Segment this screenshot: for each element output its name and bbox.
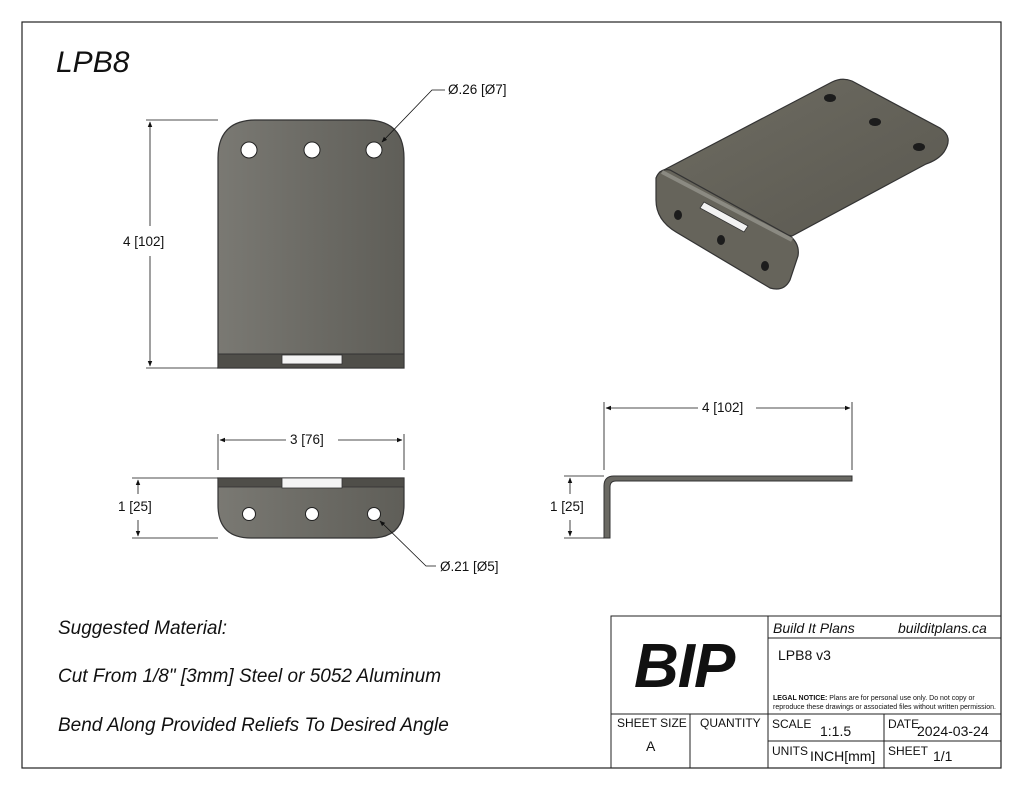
dim-flange-front: 1 [25]: [118, 499, 152, 514]
dim-hole-small: Ø.21 [Ø5]: [440, 559, 499, 574]
scale-label: SCALE: [772, 717, 812, 731]
sheet-size-label: SHEET SIZE: [617, 716, 687, 730]
sheet-size-value: A: [646, 738, 656, 754]
hole-small-1: [242, 507, 256, 521]
hole-3: [365, 141, 383, 159]
date-value: 2024-03-24: [917, 723, 989, 739]
dim-hole-large: Ø.26 [Ø7]: [448, 82, 507, 97]
hole-1: [240, 141, 258, 159]
company-website: builditplans.ca: [898, 620, 987, 636]
dim-flange-side: 1 [25]: [550, 499, 584, 514]
quantity-label: QUANTITY: [700, 716, 761, 730]
drawing-title: LPB8: [56, 46, 130, 79]
bip-logo: BIP: [634, 632, 735, 701]
hole-small-2: [305, 507, 319, 521]
dim-width: 3 [76]: [290, 432, 324, 447]
units-value: INCH[mm]: [810, 748, 876, 764]
units-label: UNITS: [772, 744, 808, 758]
hole-2: [303, 141, 321, 159]
dim-height: 4 [102]: [123, 234, 165, 249]
dim-side-length: 4 [102]: [702, 400, 744, 415]
sheet-border: [21, 21, 1002, 769]
legal-notice: LEGAL NOTICE: Plans are for personal use…: [773, 695, 996, 712]
side-view: [564, 402, 853, 539]
title-block: [610, 615, 1002, 769]
note-bend: Bend Along Provided Reliefs To Desired A…: [58, 715, 449, 736]
sheet-value: 1/1: [933, 748, 953, 764]
note-material: Cut From 1/8" [3mm] Steel or 5052 Alumin…: [58, 666, 442, 687]
part-number: LPB8 v3: [778, 647, 831, 663]
bottom-view: [132, 434, 436, 567]
front-view: [146, 89, 445, 369]
hole-small-3: [367, 507, 381, 521]
isometric-view: [655, 78, 949, 290]
note-material-heading: Suggested Material:: [58, 618, 227, 639]
company-name: Build It Plans: [773, 620, 855, 636]
sheet-label: SHEET: [888, 744, 929, 758]
date-label: DATE: [888, 717, 920, 731]
scale-value: 1:1.5: [820, 723, 852, 739]
